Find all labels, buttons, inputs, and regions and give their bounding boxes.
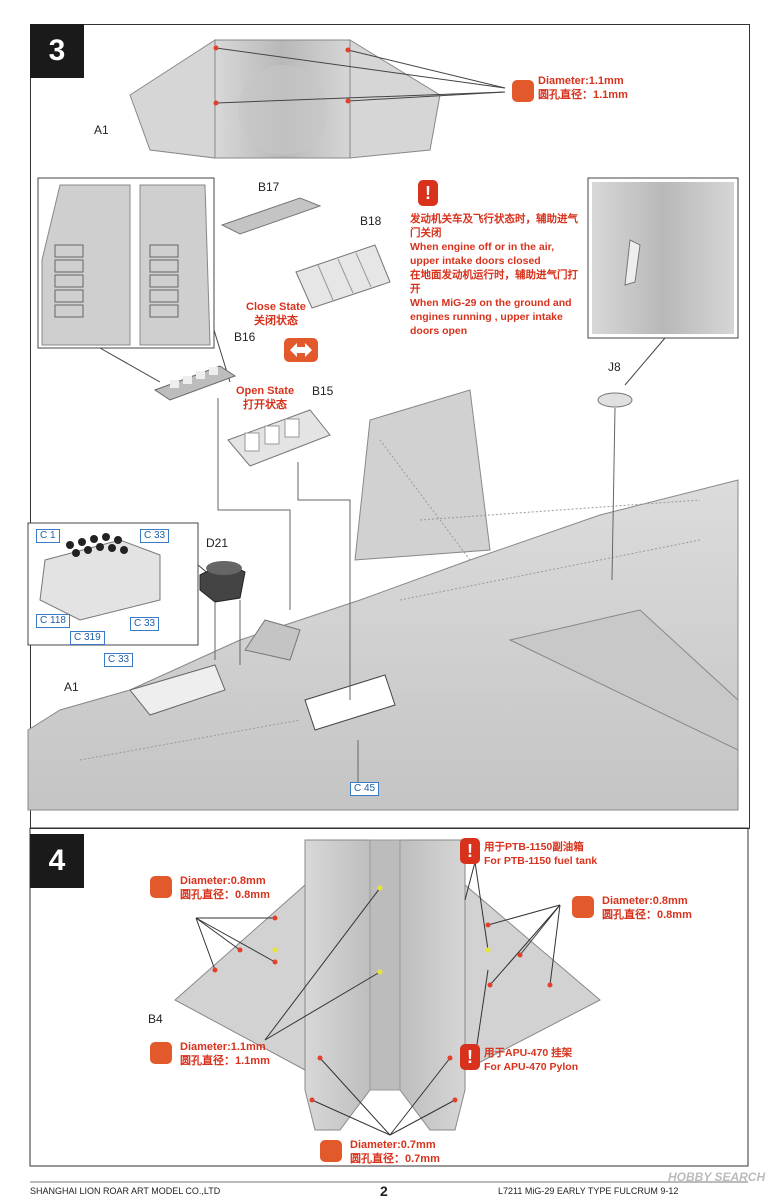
drill-diameter-cn: 圆孔直径：1.1mm	[538, 89, 628, 101]
drill-bottom-cn: 圆孔直径：0.7mm	[350, 1153, 440, 1165]
part-b18	[295, 244, 391, 309]
open-state-label: Open State 打开状态	[236, 384, 294, 412]
c-label-c45: C 45	[350, 782, 380, 796]
part-d21	[199, 561, 246, 603]
c-label-c1: C 1	[36, 529, 60, 543]
step3-number: 3	[30, 24, 84, 78]
part-label-a1-top: A1	[94, 123, 109, 137]
c-label-c118: C 118	[36, 614, 70, 628]
drill-bottom-label: Diameter:0.7mm 圆孔直径：0.7mm	[350, 1138, 440, 1166]
footer-company: SHANGHAI LION ROAR ART MODEL CO.,LTD	[30, 1186, 221, 1196]
c-label-c33c: C 33	[104, 653, 134, 667]
intake-note: 发动机关车及飞行状态时，辅助进气门关闭 When engine off or i…	[410, 212, 580, 338]
drill-lines-step3	[215, 47, 506, 104]
step4-number: 4	[30, 834, 84, 888]
part-label-b17: B17	[258, 180, 280, 194]
drill-left-bottom-cn: 圆孔直径：1.1mm	[180, 1055, 270, 1067]
open-state-cn: 打开状态	[243, 399, 288, 411]
j8-inset	[587, 177, 739, 386]
part-b17	[220, 197, 322, 235]
drill-icon-bottom	[320, 1140, 342, 1162]
ptb-note: 用于PTB-1150副油箱 For PTB-1150 fuel tank	[484, 840, 597, 868]
c-label-c33a: C 33	[140, 529, 170, 543]
part-b15	[227, 409, 331, 467]
close-state-cn: 关闭状态	[253, 315, 298, 327]
apu-cn: 用于APU-470 挂架	[484, 1047, 573, 1059]
part-label-b18: B18	[360, 214, 382, 228]
note-off: When engine off or in the air, upper int…	[410, 241, 555, 267]
fuselage-step3	[27, 389, 739, 811]
leader-lines-step3	[214, 398, 616, 783]
open-state-text: Open State	[236, 385, 295, 397]
drill-bottom-diameter: Diameter:0.7mm	[350, 1139, 436, 1151]
close-state-label: Close State 关闭状态	[246, 300, 306, 328]
warning-icon: !	[418, 180, 438, 206]
drill-right-top-cn: 圆孔直径：0.8mm	[602, 909, 692, 921]
part-label-d21: D21	[206, 536, 229, 550]
lower-fuselage-b4	[174, 839, 601, 1131]
state-exchange-icon	[284, 338, 318, 362]
drill-right-top-diameter: Diameter:0.8mm	[602, 895, 688, 907]
note-off-cn: 发动机关车及飞行状态时，辅助进气门关闭	[410, 213, 578, 239]
drill-icon-left-top	[150, 876, 172, 898]
apu-text: For APU-470 Pylon	[484, 1061, 579, 1073]
warning-icon-ptb: !	[460, 838, 480, 864]
drill-left-top-cn: 圆孔直径：0.8mm	[180, 889, 270, 901]
watermark: HOBBY SEARCH	[668, 1170, 766, 1184]
drill-icon-left-bottom	[150, 1042, 172, 1064]
part-j8	[597, 392, 633, 408]
part-label-b15: B15	[312, 384, 334, 398]
part-b16	[153, 365, 237, 401]
drill-icon-right-top	[572, 896, 594, 918]
close-state-text: Close State	[246, 301, 306, 313]
part-label-j8: J8	[608, 360, 621, 374]
note-on-cn: 在地面发动机运行时，辅助进气门打开	[410, 269, 578, 295]
drill-icon	[512, 80, 534, 102]
c-label-c319: C 319	[70, 631, 105, 645]
part-label-b4: B4	[148, 1012, 163, 1026]
part-label-a1: A1	[64, 680, 79, 694]
apu-note: 用于APU-470 挂架 For APU-470 Pylon	[484, 1046, 578, 1074]
drill-left-bottom-diameter: Diameter:1.1mm	[180, 1041, 266, 1053]
drill-left-bottom-label: Diameter:1.1mm 圆孔直径：1.1mm	[180, 1040, 270, 1068]
footer-product: L7211 MiG-29 EARLY TYPE FULCRUM 9-12	[498, 1186, 679, 1196]
drill-left-top-label: Diameter:0.8mm 圆孔直径：0.8mm	[180, 874, 270, 902]
ptb-cn: 用于PTB-1150副油箱	[484, 841, 584, 853]
footer-page-number: 2	[380, 1183, 388, 1199]
drill-diameter-text: Diameter:1.1mm	[538, 75, 624, 87]
warning-icon-apu: !	[460, 1044, 480, 1070]
drill-diameter-label: Diameter:1.1mm 圆孔直径：1.1mm	[538, 74, 628, 102]
part-label-b16: B16	[234, 330, 256, 344]
ptb-text: For PTB-1150 fuel tank	[484, 855, 598, 867]
drill-right-top-label: Diameter:0.8mm 圆孔直径：0.8mm	[602, 894, 692, 922]
c-label-c33b: C 33	[130, 617, 160, 631]
drill-left-top-diameter: Diameter:0.8mm	[180, 875, 266, 887]
note-on: When MiG-29 on the ground and engines ru…	[410, 297, 572, 337]
drill-lines-step4	[195, 861, 561, 1136]
wing-a1-top-view	[129, 39, 441, 159]
intake-inset	[37, 177, 231, 383]
